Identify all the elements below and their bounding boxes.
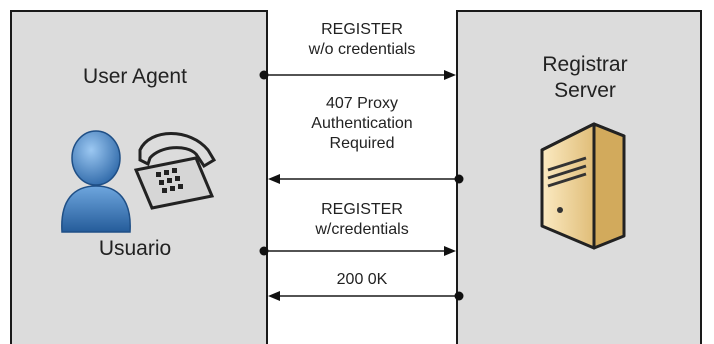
telephone-icon [133,132,217,210]
message-4-label: 200 0K [336,271,388,288]
message-1-label: REGISTER w/o credentials [308,21,416,58]
user-label: Usuario [98,237,172,260]
message-1-arrow [259,70,456,80]
server-icon [540,122,626,250]
user-icon [61,130,131,233]
user-agent-title: User Agent [83,65,187,88]
message-2-label: 407 Proxy Authentication Required [311,95,413,152]
message-2-arrow [268,174,464,184]
message-lane [266,10,458,344]
message-3-arrow [259,246,456,256]
message-3-label: REGISTER w/credentials [315,201,409,238]
registrar-server-title: Registrar Server [542,53,628,102]
message-4-arrow [268,291,464,301]
